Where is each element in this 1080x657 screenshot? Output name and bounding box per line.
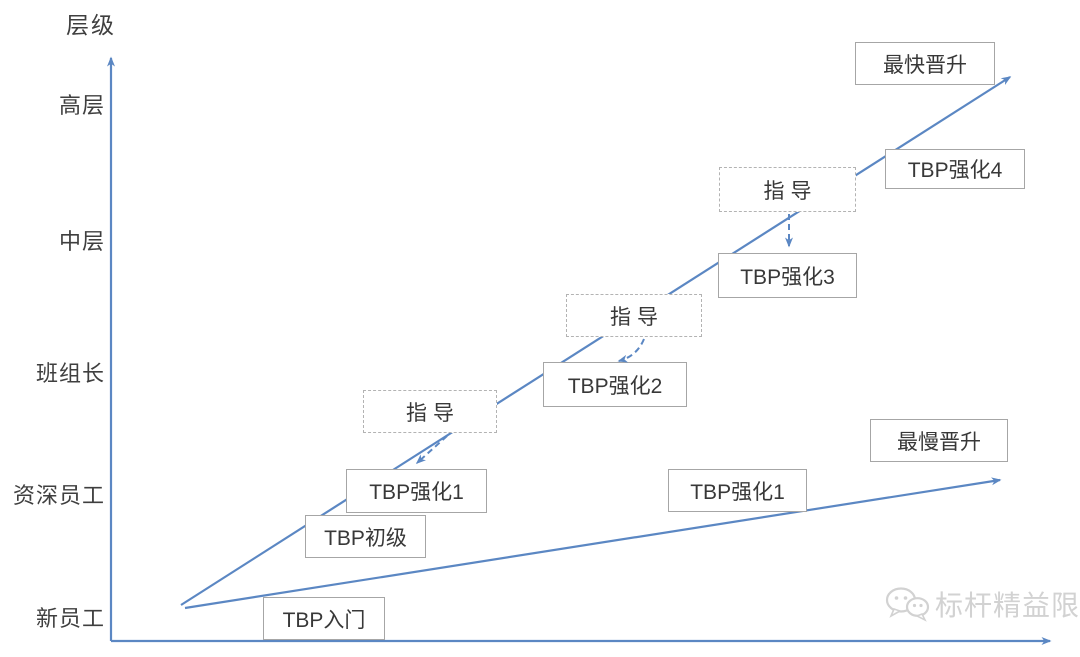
box-fastest-promotion: 最快晋升 [855, 42, 995, 85]
box-guide-2: 指导 [566, 294, 702, 337]
box-tbp-primary: TBP初级 [305, 515, 426, 558]
box-tbp-enhance-2: TBP强化2 [543, 362, 687, 407]
box-tbp-enhance-4: TBP强化4 [885, 149, 1025, 189]
y-axis-title: 层级 [66, 12, 116, 38]
box-tbp-enhance-1: TBP强化1 [346, 469, 487, 513]
box-guide-1: 指导 [363, 390, 497, 433]
slowest-promotion-arrow [184, 477, 1002, 610]
box-tbp-enhance-3: TBP强化3 [718, 253, 857, 298]
box-tbp-enhance-1-slow: TBP强化1 [668, 469, 807, 512]
box-guide-3: 指导 [719, 167, 856, 212]
wechat-icon [885, 587, 930, 622]
y-axis-label-middle-level: 中层 [58, 229, 105, 254]
box-slowest-promotion: 最慢晋升 [870, 419, 1008, 462]
watermark: 标杆精益限 [884, 584, 1080, 624]
y-axis-label-senior-staff: 资深员工 [12, 483, 105, 508]
box-tbp-intro: TBP入门 [263, 597, 385, 640]
y-axis-label-top-level: 高层 [58, 93, 105, 118]
y-axis-label-team-leader: 班组长 [35, 361, 105, 386]
watermark-brand-text: 标杆精益限 [935, 590, 1080, 621]
y-axis-label-new-staff: 新员工 [35, 606, 105, 631]
